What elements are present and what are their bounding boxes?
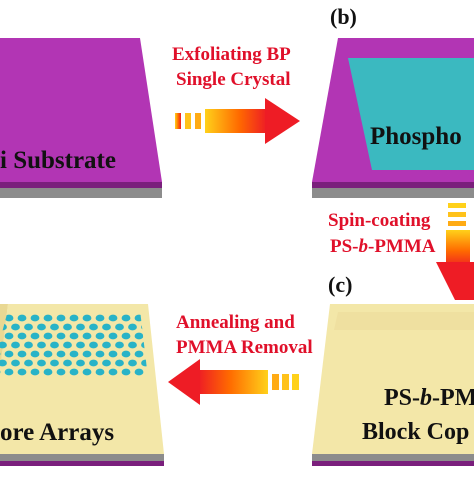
pore <box>102 360 111 367</box>
pore <box>70 351 79 358</box>
pore <box>31 369 40 376</box>
pore <box>70 315 79 322</box>
pore <box>50 324 59 331</box>
pore <box>50 342 59 349</box>
pore <box>44 351 53 358</box>
label-ps-b-pmma: PS-b-PM <box>384 386 474 410</box>
step-exfoliate-line1: Exfoliating BP <box>172 45 291 64</box>
pore <box>70 333 79 340</box>
label-block-copolymer: Block Cop <box>362 420 469 444</box>
pore <box>128 342 137 349</box>
pore <box>24 324 33 331</box>
pore <box>96 369 105 376</box>
arrow-spin-coat <box>436 203 474 300</box>
pore <box>5 369 14 376</box>
pore <box>31 315 40 322</box>
pore <box>5 351 14 358</box>
pore <box>83 351 92 358</box>
pore <box>11 342 20 349</box>
pore <box>24 342 33 349</box>
pore <box>83 333 92 340</box>
pore <box>18 315 27 322</box>
label-phosphorene: Phospho <box>370 124 462 149</box>
pore <box>31 351 40 358</box>
panel-label-c: (c) <box>328 274 352 296</box>
step-anneal-line2: PMMA Removal <box>176 338 313 357</box>
pore <box>128 360 137 367</box>
label-pore-arrays: ore Arrays <box>0 420 114 445</box>
pore <box>63 342 72 349</box>
pore <box>115 324 124 331</box>
pore <box>122 333 131 340</box>
pore <box>5 333 14 340</box>
pore <box>122 351 131 358</box>
pore <box>50 360 59 367</box>
pore <box>83 369 92 376</box>
pore <box>44 315 53 322</box>
pore <box>11 360 20 367</box>
pore <box>96 333 105 340</box>
pore <box>24 360 33 367</box>
pore <box>63 324 72 331</box>
pore <box>57 351 66 358</box>
pore <box>18 351 27 358</box>
pore <box>102 342 111 349</box>
bp-substrate-block <box>312 38 474 198</box>
pore <box>63 360 72 367</box>
pore <box>76 360 85 367</box>
pore <box>70 369 79 376</box>
step-spin-line1: Spin-coating <box>328 211 430 230</box>
pore <box>96 315 105 322</box>
pore <box>109 333 118 340</box>
pore <box>83 315 92 322</box>
pore <box>11 324 20 331</box>
pore <box>76 324 85 331</box>
pore <box>109 315 118 322</box>
pore <box>57 369 66 376</box>
pore <box>37 342 46 349</box>
pore <box>109 351 118 358</box>
pore <box>109 369 118 376</box>
pore <box>57 333 66 340</box>
pore <box>31 333 40 340</box>
step-anneal-line1: Annealing and <box>176 313 295 332</box>
pore <box>128 324 137 331</box>
arrow-exfoliate <box>175 98 300 144</box>
pore <box>102 324 111 331</box>
pore <box>76 342 85 349</box>
pore <box>37 360 46 367</box>
step-spin-line2: PS-b-PMMA <box>330 237 436 256</box>
pore <box>44 333 53 340</box>
pore <box>122 315 131 322</box>
label-si-substrate: i Substrate <box>0 148 116 173</box>
pore <box>89 342 98 349</box>
step-exfoliate-line2: Single Crystal <box>176 70 291 89</box>
arrow-anneal <box>168 359 299 405</box>
pore <box>135 369 144 376</box>
pore <box>96 351 105 358</box>
pore <box>135 351 144 358</box>
pore <box>89 360 98 367</box>
pore <box>115 360 124 367</box>
si-substrate-block <box>0 38 162 198</box>
pore <box>37 324 46 331</box>
pore <box>18 333 27 340</box>
pore <box>135 333 144 340</box>
pore <box>44 369 53 376</box>
pore <box>57 315 66 322</box>
pore <box>122 369 131 376</box>
pore <box>18 369 27 376</box>
pore <box>89 324 98 331</box>
panel-label-b: (b) <box>330 6 357 28</box>
pore <box>115 342 124 349</box>
